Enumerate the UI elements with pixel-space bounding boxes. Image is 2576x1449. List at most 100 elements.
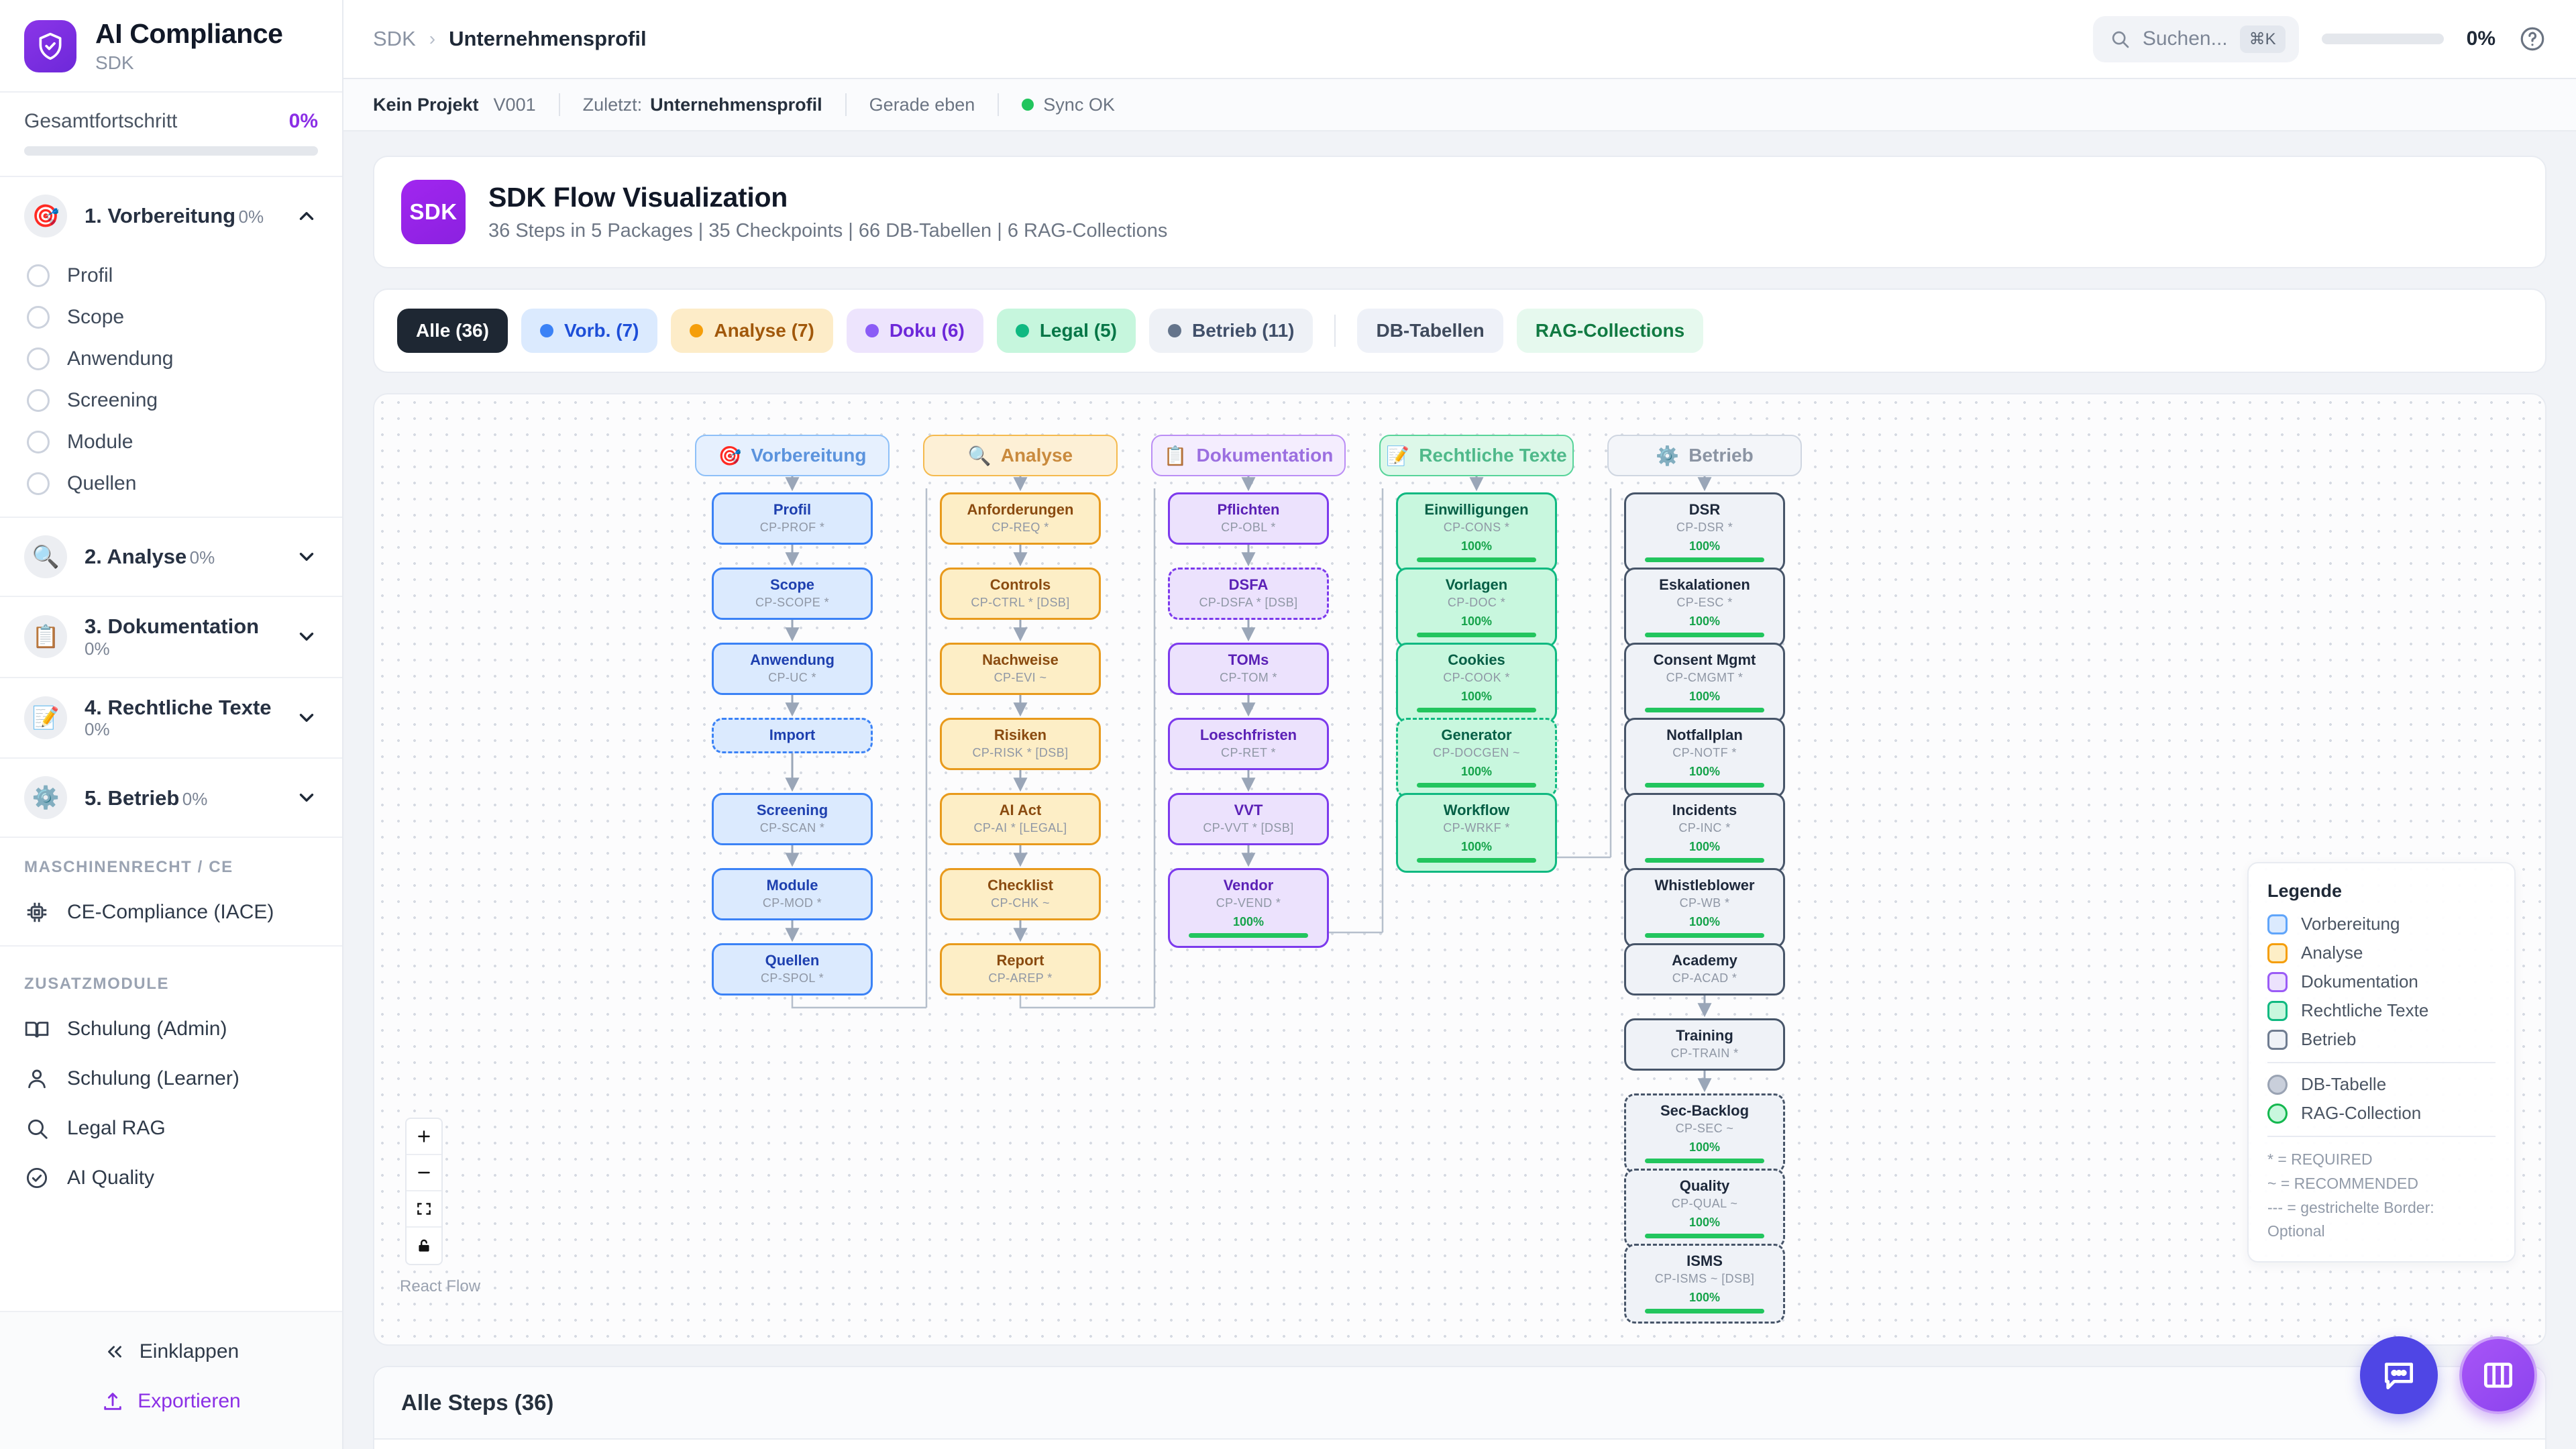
flow-node-vorlagen[interactable]: Vorlagen CP-DOC *100%	[1396, 568, 1557, 647]
phase-item-scope[interactable]: Scope	[0, 297, 342, 338]
sidebar-item-ce-compliance[interactable]: CE-Compliance (IACE)	[0, 888, 342, 937]
flow-node-whistleblower[interactable]: Whistleblower CP-WB *100%	[1624, 868, 1785, 948]
filter-chip-3[interactable]: Doku (6)	[847, 309, 983, 353]
phase-header-3[interactable]: 📋 3. Dokumentation 0%	[0, 597, 342, 677]
filter-chip-0[interactable]: Alle (36)	[397, 309, 508, 353]
node-title: Workflow	[1444, 802, 1510, 818]
flow-node-scope[interactable]: Scope CP-SCOPE *	[712, 568, 873, 620]
flow-node-isms[interactable]: ISMS CP-ISMS ~ [DSB]100%	[1624, 1244, 1785, 1324]
flow-node-checklist[interactable]: Checklist CP-CHK ~	[940, 868, 1101, 920]
flow-node-import[interactable]: Import	[712, 718, 873, 753]
flow-node-vendor[interactable]: Vendor CP-VEND *100%	[1168, 868, 1329, 948]
flow-node-dsfa[interactable]: DSFA CP-DSFA * [DSB]	[1168, 568, 1329, 620]
flow-node-incidents[interactable]: Incidents CP-INC *100%	[1624, 793, 1785, 873]
flow-lane-2: 📋 Dokumentation	[1151, 435, 1346, 476]
flow-node-quality[interactable]: Quality CP-QUAL ~100%	[1624, 1169, 1785, 1248]
flow-node-training[interactable]: Training CP-TRAIN *	[1624, 1018, 1785, 1071]
export-button[interactable]: Exportieren	[0, 1377, 342, 1426]
phase-header-5[interactable]: ⚙️ 5. Betrieb 0%	[0, 759, 342, 837]
phase-percent: 0%	[85, 639, 110, 659]
node-progress-bar	[1645, 858, 1764, 863]
flow-node-sec-backlog[interactable]: Sec-Backlog CP-SEC ~100%	[1624, 1093, 1785, 1173]
node-progress-bar	[1645, 557, 1764, 562]
filter-chip-label: Vorb. (7)	[564, 320, 639, 341]
flow-node-academy[interactable]: Academy CP-ACAD *	[1624, 943, 1785, 996]
sidebar-item-schulung-learner[interactable]: Schulung (Learner)	[0, 1054, 342, 1104]
sidebar-item-schulung-admin[interactable]: Schulung (Admin)	[0, 1004, 342, 1054]
node-title: Scope	[770, 576, 814, 593]
phase-percent: 0%	[239, 207, 264, 227]
fit-view-icon[interactable]	[407, 1191, 441, 1228]
flow-node-vvt[interactable]: VVT CP-VVT * [DSB]	[1168, 793, 1329, 845]
page-title: SDK Flow Visualization	[488, 182, 1167, 213]
lock-icon[interactable]	[407, 1228, 441, 1264]
flow-node-loeschfristen[interactable]: Loeschfristen CP-RET *	[1168, 718, 1329, 770]
sidebar-item-legal-rag[interactable]: Legal RAG	[0, 1104, 342, 1153]
header-progress-bar	[2322, 34, 2444, 44]
phase-item-label: Profil	[67, 264, 113, 287]
phase-header-4[interactable]: 📝 4. Rechtliche Texte 0%	[0, 678, 342, 758]
flow-node-risiken[interactable]: Risiken CP-RISK * [DSB]	[940, 718, 1101, 770]
phase-header-1[interactable]: 🎯 1. Vorbereitung 0%	[0, 177, 342, 255]
flow-node-controls[interactable]: Controls CP-CTRL * [DSB]	[940, 568, 1101, 620]
flow-node-anwendung[interactable]: Anwendung CP-UC *	[712, 643, 873, 695]
flow-node-consent-mgmt[interactable]: Consent Mgmt CP-CMGMT *100%	[1624, 643, 1785, 722]
sidebar-item-ai-quality[interactable]: AI Quality	[0, 1153, 342, 1203]
flow-node-module[interactable]: Module CP-MOD *	[712, 868, 873, 920]
flow-node-toms[interactable]: TOMs CP-TOM *	[1168, 643, 1329, 695]
filter-chip-5[interactable]: Betrieb (11)	[1149, 309, 1313, 353]
filter-chip-secondary-0[interactable]: DB-Tabellen	[1357, 309, 1503, 353]
filter-chip-4[interactable]: Legal (5)	[997, 309, 1136, 353]
phase-header-2[interactable]: 🔍 2. Analyse 0%	[0, 518, 342, 596]
all-steps-title: Alle Steps (36)	[374, 1367, 2545, 1440]
phase-emoji-icon: 🎯	[24, 195, 67, 237]
zoom-out-icon[interactable]	[407, 1155, 441, 1191]
flow-node-pflichten[interactable]: Pflichten CP-OBL *	[1168, 492, 1329, 545]
filter-chip-1[interactable]: Vorb. (7)	[521, 309, 657, 353]
node-title: DSR	[1689, 501, 1720, 518]
flow-node-nachweise[interactable]: Nachweise CP-EVI ~	[940, 643, 1101, 695]
breadcrumb-root[interactable]: SDK	[373, 27, 416, 51]
flow-node-eskalationen[interactable]: Eskalationen CP-ESC *100%	[1624, 568, 1785, 647]
sidebar-divider	[0, 945, 342, 947]
brand-header[interactable]: AI Compliance SDK	[0, 0, 342, 93]
node-progress-value: 100%	[1689, 915, 1720, 929]
flow-node-dsr[interactable]: DSR CP-DSR *100%	[1624, 492, 1785, 572]
flow-node-screening[interactable]: Screening CP-SCAN *	[712, 793, 873, 845]
lane-emoji-icon: 📝	[1386, 445, 1409, 467]
chat-fab-button[interactable]	[2360, 1336, 2438, 1414]
flow-node-profil[interactable]: Profil CP-PROF *	[712, 492, 873, 545]
filter-chip-label: DB-Tabellen	[1376, 320, 1484, 341]
node-progress-value: 100%	[1689, 614, 1720, 629]
phase-item-anwendung[interactable]: Anwendung	[0, 338, 342, 380]
help-circle-icon[interactable]	[2518, 25, 2546, 53]
search-input[interactable]: Suchen... ⌘K	[2093, 16, 2299, 62]
node-title: Module	[767, 877, 818, 894]
status-dot	[1022, 99, 1034, 111]
flow-node-generator[interactable]: Generator CP-DOCGEN ~100%	[1396, 718, 1557, 798]
columns-fab-button[interactable]	[2459, 1336, 2537, 1414]
lane-emoji-icon: 🔍	[968, 445, 991, 467]
flow-node-quellen[interactable]: Quellen CP-SPOL *	[712, 943, 873, 996]
phase-item-profil[interactable]: Profil	[0, 255, 342, 297]
phase-item-module[interactable]: Module	[0, 421, 342, 463]
filter-chip-2[interactable]: Analyse (7)	[671, 309, 833, 353]
flow-node-cookies[interactable]: Cookies CP-COOK *100%	[1396, 643, 1557, 722]
flow-node-ai-act[interactable]: AI Act CP-AI * [LEGAL]	[940, 793, 1101, 845]
collapse-sidebar-button[interactable]: Einklappen	[0, 1327, 342, 1377]
filter-chip-secondary-1[interactable]: RAG-Collections	[1517, 309, 1703, 353]
flow-node-notfallplan[interactable]: Notfallplan CP-NOTF *100%	[1624, 718, 1785, 798]
legend-swatch-list: Vorbereitung Analyse Dokumentation Recht…	[2267, 914, 2496, 1050]
phase-item-screening[interactable]: Screening	[0, 380, 342, 421]
flow-node-anforderungen[interactable]: Anforderungen CP-REQ *	[940, 492, 1101, 545]
flow-node-report[interactable]: Report CP-AREP *	[940, 943, 1101, 996]
flow-node-einwilligungen[interactable]: Einwilligungen CP-CONS *100%	[1396, 492, 1557, 572]
zoom-in-icon[interactable]	[407, 1119, 441, 1155]
node-progress-value: 100%	[1689, 1140, 1720, 1155]
node-code: CP-ESC *	[1676, 596, 1732, 610]
filter-chip-label: Legal (5)	[1040, 320, 1117, 341]
flow-node-workflow[interactable]: Workflow CP-WRKF *100%	[1396, 793, 1557, 873]
flow-canvas[interactable]: 🎯 Vorbereitung 🔍 Analyse 📋 Dokumentation…	[373, 393, 2546, 1346]
phase-item-quellen[interactable]: Quellen	[0, 463, 342, 504]
legend-note: ~ = RECOMMENDED	[2267, 1172, 2496, 1196]
